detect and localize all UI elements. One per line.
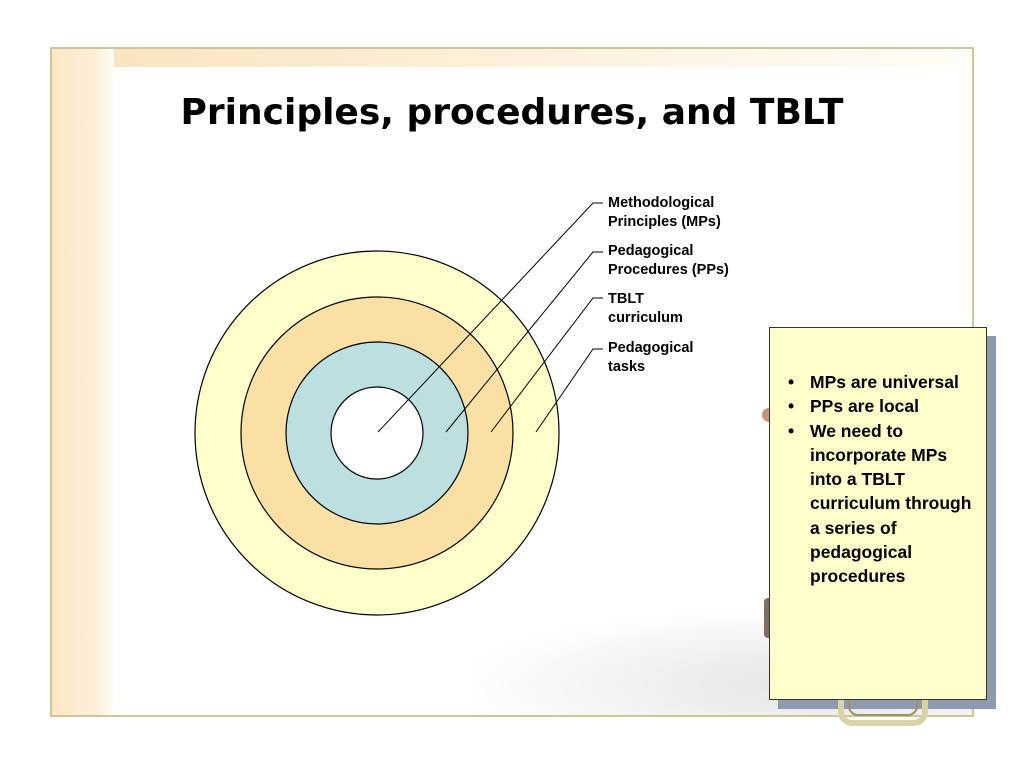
slide-title: Principles, procedures, and TBLT [180, 92, 844, 133]
note-item-incorporate-mps: • We need to incorporate MPs into a TBLT … [786, 419, 974, 589]
label-pedagogical-procedures: Pedagogical Procedures (PPs) [608, 243, 729, 278]
left-decor-band [52, 49, 114, 715]
label-methodological-principles: Methodological Principles (MPs) [608, 195, 721, 230]
note-item-text: MPs are universal [810, 372, 959, 392]
note-bullet-list: • MPs are universal • PPs are local • We ne… [786, 370, 974, 589]
note-item-mps-universal: • MPs are universal [786, 370, 974, 394]
label-tblt-curriculum: TBLT curriculum [608, 291, 683, 326]
bullet-icon: • [788, 396, 795, 417]
note-board-handle [838, 696, 928, 726]
note-item-text: We need to incorporate MPs into a TBLT c… [810, 420, 972, 587]
top-decor-band [52, 49, 972, 67]
note-board: • MPs are universal • PPs are local • We ne… [769, 327, 987, 700]
leader-line-tasks [535, 348, 603, 433]
label-pedagogical-tasks: Pedagogical tasks [608, 340, 694, 375]
bullet-icon: • [788, 420, 795, 441]
ring-pedagogical-tasks [330, 386, 424, 480]
bullet-icon: • [788, 372, 795, 392]
note-item-pps-local: • PPs are local [786, 394, 974, 418]
leader-line-mps [377, 202, 603, 433]
leader-line-tblt [490, 297, 603, 433]
note-item-text: PPs are local [810, 396, 919, 417]
slide-frame [50, 47, 974, 717]
leader-line-pps [445, 251, 603, 433]
